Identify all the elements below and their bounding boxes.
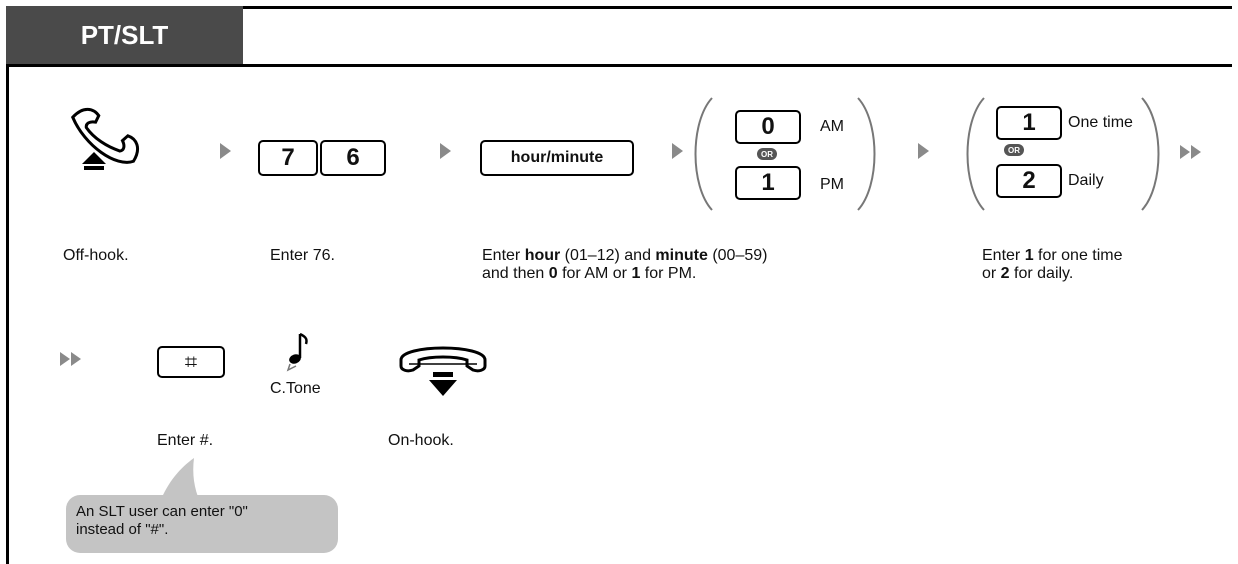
step-arrow-4 [918,143,929,159]
hour-minute-key: hour/minute [480,140,634,176]
continue-arrow-left [60,352,81,366]
header-divider [6,64,1232,67]
caption-enter-76: Enter 76. [270,247,335,264]
caption-on-hook: On-hook. [388,432,454,449]
one-time-key: 1 [996,106,1062,140]
caption-enter-hash: Enter #. [157,432,214,449]
am-label: AM [820,118,844,135]
digit-key-7: 7 [258,140,318,176]
or-badge-ampm: OR [757,148,777,160]
music-note-icon [286,332,308,372]
note-line-1: An SLT user can enter "0" [76,503,248,520]
slt-note-bubble: An SLT user can enter "0" instead of "#"… [66,495,338,553]
off-hook-icon [70,107,140,170]
one-time-label: One time [1068,114,1133,131]
daily-label: Daily [1068,172,1104,189]
daily-key: 2 [996,164,1062,198]
note-bubble-tail [160,458,200,502]
caption-frequency: Enter 1 for one time or 2 for daily. [982,247,1123,282]
or-badge-frequency: OR [1004,144,1024,156]
step-arrow-1 [220,143,231,159]
caption-time: Enter hour (01–12) and minute (00–59) an… [482,247,768,282]
step-arrow-2 [440,143,451,159]
pm-label: PM [820,176,844,193]
frame-left-border [6,6,9,564]
pm-key: 1 [735,166,801,200]
am-key: 0 [735,110,801,144]
frequency-group-brackets [966,97,1160,211]
hash-key: ⌗ [157,346,225,378]
continue-arrow-right [1180,145,1201,159]
note-line-2: instead of "#". [76,521,169,538]
ampm-group-brackets [694,97,876,211]
confirmation-tone-label: C.Tone [270,380,321,397]
frame-top-border [6,6,1232,9]
step-arrow-3 [672,143,683,159]
section-title: PT/SLT [6,6,243,64]
digit-key-6: 6 [320,140,386,176]
caption-off-hook: Off-hook. [63,247,129,264]
on-hook-icon [399,346,487,396]
